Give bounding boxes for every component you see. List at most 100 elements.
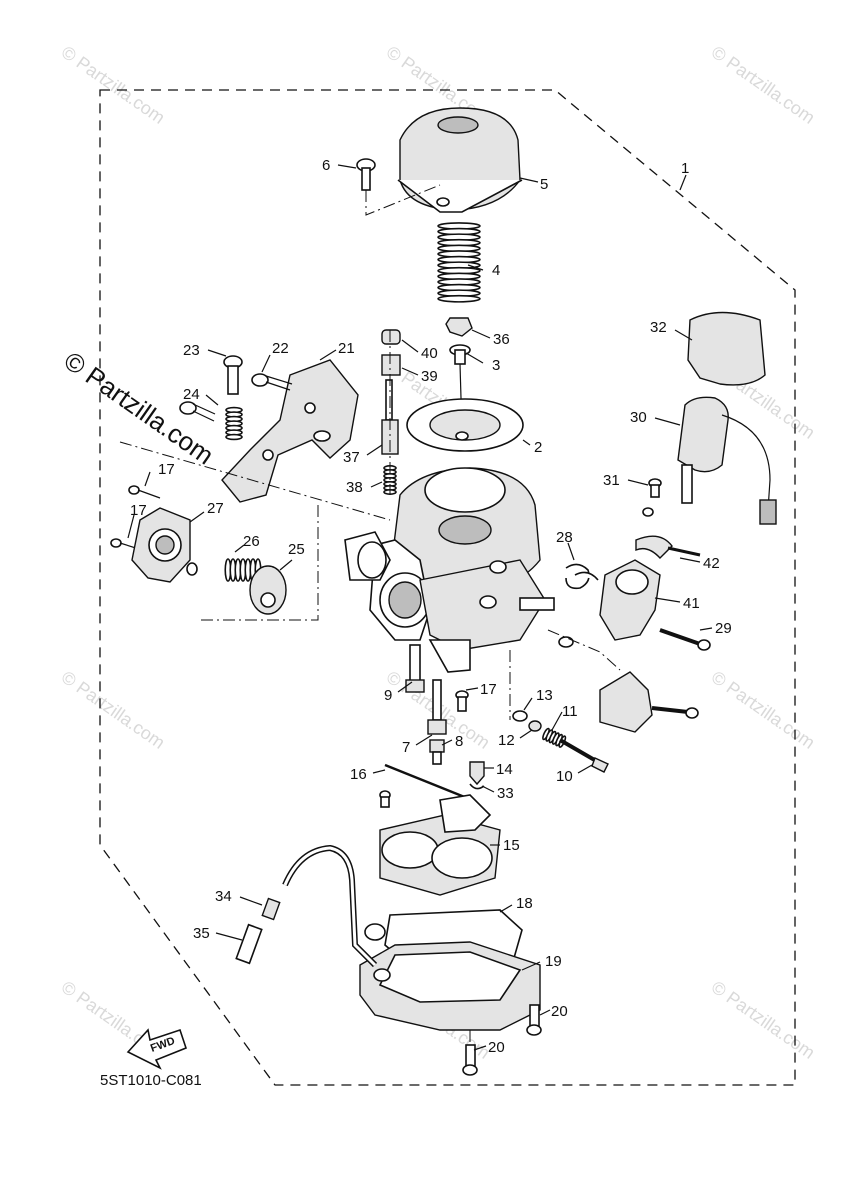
o-ring-right	[558, 636, 574, 648]
o-ring-13	[512, 710, 528, 722]
drain-hose	[282, 844, 378, 968]
vacuum-chamber-cover	[397, 107, 523, 213]
clamp-34	[261, 897, 281, 921]
leader-37	[366, 444, 383, 456]
leader-24	[205, 394, 219, 406]
leader-17b	[127, 514, 135, 539]
callout-7: 7	[402, 739, 410, 756]
leader-25	[279, 559, 293, 571]
callout-17-a: 17	[158, 461, 175, 478]
spring-24	[225, 406, 243, 441]
callout-8: 8	[455, 733, 463, 750]
watermark: © Partzilla.com	[708, 42, 819, 128]
leader-35	[215, 932, 243, 941]
o-ring-27	[186, 562, 198, 576]
leader-4	[467, 264, 484, 271]
callout-17-b: 17	[130, 502, 147, 519]
leader-1	[679, 174, 687, 191]
callout-6: 6	[322, 157, 330, 174]
cover-screw	[356, 158, 376, 191]
callout-leaders	[127, 164, 713, 1051]
screw-29	[659, 628, 711, 651]
callout-35: 35	[193, 925, 210, 942]
needle-holder	[445, 317, 473, 433]
washer-12	[528, 720, 542, 732]
leader-12	[519, 729, 533, 739]
leader-20b	[473, 1045, 487, 1051]
spring-11	[542, 727, 567, 748]
screw-22	[251, 373, 293, 391]
callout-18: 18	[516, 895, 533, 912]
diaphragm	[406, 398, 524, 452]
watermark: © Partzilla.com	[58, 667, 169, 753]
callout-27: 27	[207, 500, 224, 517]
plug-35	[235, 923, 263, 965]
plunger-25	[249, 565, 287, 615]
leader-27	[189, 511, 205, 523]
leader-23	[207, 349, 227, 357]
leader-40	[401, 339, 419, 353]
callout-12: 12	[498, 732, 515, 749]
leader-19	[521, 961, 541, 971]
auto-choke-30	[677, 396, 777, 525]
leader-42	[679, 557, 701, 563]
callout-39: 39	[421, 368, 438, 385]
leader-26	[234, 544, 245, 553]
leader-16	[372, 769, 386, 774]
callout-20-a: 20	[551, 1003, 568, 1020]
leader-31	[627, 479, 649, 486]
callout-22: 22	[272, 340, 289, 357]
callout-40: 40	[421, 345, 438, 362]
starter-41	[599, 559, 661, 641]
throttle-lever	[221, 359, 359, 503]
jet-7	[427, 679, 447, 735]
leader-7	[415, 734, 433, 746]
screw-20-b	[462, 1044, 478, 1076]
leader-9	[397, 681, 413, 693]
centerline-left-2	[200, 505, 319, 621]
callout-20-b: 20	[488, 1039, 505, 1056]
fwd-arrow: FWD	[126, 1028, 187, 1070]
callout-36: 36	[493, 331, 510, 348]
centerline-left	[119, 441, 391, 521]
callout-29: 29	[715, 620, 732, 637]
watermark: © Partzilla.com	[708, 667, 819, 753]
leader-18	[499, 904, 513, 913]
float-bowl-19	[359, 941, 541, 1031]
callout-1: 1	[681, 160, 689, 177]
callout-28: 28	[556, 529, 573, 546]
washer-42	[635, 507, 701, 560]
callout-11: 11	[562, 703, 578, 720]
screw-8	[429, 739, 445, 765]
callout-3: 3	[492, 357, 500, 374]
leader-11	[551, 711, 563, 731]
screw-17-c	[455, 690, 469, 712]
leader-39	[401, 367, 419, 376]
leader-34	[239, 896, 263, 906]
leader-2	[522, 439, 531, 446]
leader-32	[674, 329, 693, 341]
callout-23: 23	[183, 342, 200, 359]
leader-8	[441, 739, 453, 746]
callout-34: 34	[215, 888, 232, 905]
callout-25: 25	[288, 541, 305, 558]
callout-14: 14	[496, 761, 513, 778]
callout-30: 30	[630, 409, 647, 426]
callout-24: 24	[183, 386, 200, 403]
cap-40	[381, 329, 401, 345]
pin-16	[379, 763, 473, 808]
centerline-right	[547, 629, 621, 671]
callout-32: 32	[650, 319, 667, 336]
callout-4: 4	[492, 262, 500, 279]
callout-16: 16	[350, 766, 367, 783]
leader-30	[654, 417, 681, 426]
screw-10	[558, 738, 609, 773]
callout-21: 21	[338, 340, 355, 357]
watermark: © Partzilla.com	[58, 42, 169, 128]
leader-41	[654, 597, 681, 603]
leader-28	[567, 542, 575, 561]
leader-29	[699, 627, 713, 631]
cap-39	[381, 354, 401, 376]
leader-17c	[465, 687, 479, 691]
